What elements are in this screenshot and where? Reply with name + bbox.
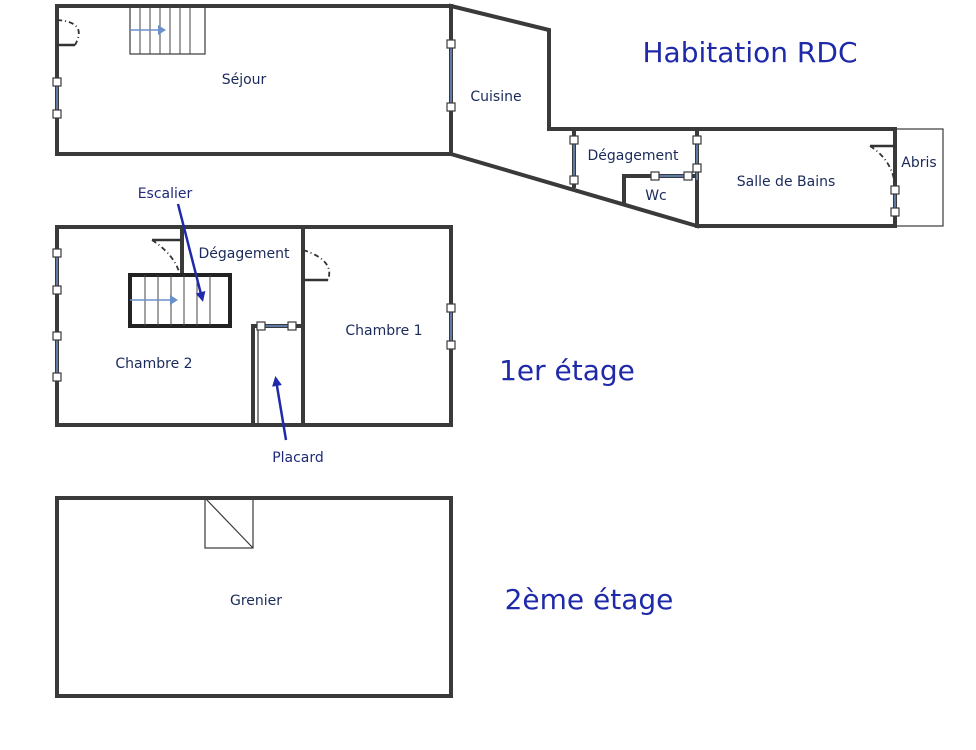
room-label-wc: Wc — [645, 188, 667, 204]
window-abris — [890, 185, 900, 217]
annotation-placard: Placard — [272, 450, 324, 466]
door-abris — [869, 144, 896, 186]
window-chambre2-bottom — [52, 331, 62, 382]
placard-arrow — [272, 376, 288, 441]
placard-walls — [251, 324, 303, 425]
door-chambre1 — [302, 249, 331, 282]
door-sejour — [56, 19, 80, 47]
abris-walls — [894, 128, 944, 227]
escalier-arrow — [176, 203, 206, 302]
window-degagement — [569, 135, 579, 185]
floor-title-rdc: Habitation RDC — [642, 36, 857, 69]
room-label-salle-de-bains: Salle de Bains — [737, 174, 836, 190]
room-label-sejour: Séjour — [222, 72, 267, 88]
room-label-abris: Abris — [901, 155, 936, 171]
floor-title-etage2: 2ème étage — [505, 583, 674, 616]
staircase-etage1 — [128, 273, 232, 328]
first-floor-plan: Escalier Dégagement Chambre 1 Chambre 2 … — [52, 186, 635, 466]
annotation-escalier: Escalier — [138, 186, 193, 202]
window-salle-de-bains — [692, 135, 702, 180]
door-chambre2 — [151, 238, 181, 276]
floor-title-etage1: 1er étage — [499, 354, 635, 387]
room-label-grenier: Grenier — [230, 593, 282, 609]
room-label-chambre2: Chambre 2 — [115, 356, 192, 372]
window-sejour-left — [52, 77, 62, 119]
staircase-rdc — [129, 5, 206, 55]
room-label-chambre1: Chambre 1 — [345, 323, 422, 339]
grenier-walls — [55, 496, 453, 698]
second-floor-plan: Grenier 2ème étage — [55, 496, 674, 698]
window-cuisine — [446, 39, 456, 112]
ground-floor-plan: Séjour Cuisine Dégagement Wc Salle de Ba… — [52, 3, 944, 229]
window-wc — [650, 171, 693, 181]
room-label-degagement-1: Dégagement — [199, 246, 290, 262]
room-label-degagement-rdc: Dégagement — [588, 148, 679, 164]
window-chambre1 — [446, 303, 456, 350]
window-placard — [256, 321, 297, 331]
roof-hatch — [204, 497, 254, 549]
room-label-cuisine: Cuisine — [470, 89, 521, 105]
window-chambre2-top — [52, 248, 62, 295]
